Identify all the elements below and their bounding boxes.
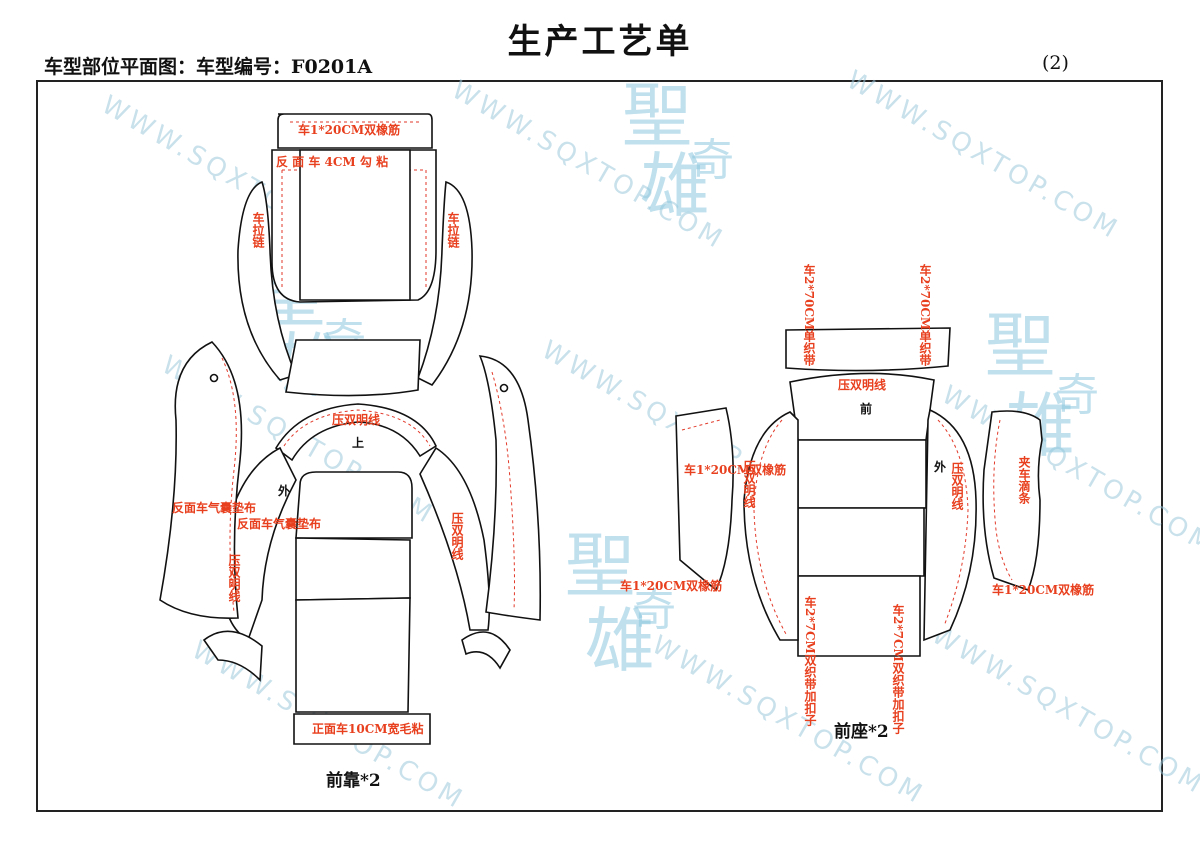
note-elastic-left: 车1*20CM双橡筋: [684, 462, 786, 477]
note-topstitch-top: 压双明线: [838, 377, 886, 392]
back-lower-panel: [295, 597, 411, 713]
watermark-url: WWW.SQXTOP.COM: [647, 630, 930, 811]
mark-up: 上: [352, 435, 364, 450]
note-topstitch-seat-left: 压双明线: [742, 460, 756, 509]
note-elastic-bottom-left: 车1*20CM双橡筋: [620, 578, 722, 593]
svg-text:聖: 聖: [565, 525, 635, 607]
svg-text:奇: 奇: [1055, 370, 1099, 421]
note-topstitch-seat-right: 压双明线: [950, 462, 964, 511]
svg-text:聖: 聖: [622, 75, 692, 157]
mark-outer: 外: [278, 483, 290, 498]
right-foot-piece: [461, 631, 511, 670]
seat-front-panel: [789, 372, 935, 441]
note-clip: 夹车滴条: [1017, 455, 1031, 505]
page-title: 生产工艺单: [507, 22, 693, 62]
right-zip-side: [416, 180, 473, 387]
seat-front-strip: [785, 327, 951, 372]
svg-text:奇: 奇: [632, 585, 676, 636]
note-topstitch-left: 压双明线: [227, 554, 241, 603]
back-arch-panel: [274, 403, 438, 462]
note-airbag-inner: 反面车气囊垫布: [237, 516, 321, 531]
back-bottom-strip: [293, 713, 431, 745]
svg-text:奇: 奇: [690, 135, 734, 186]
note-buckle-right: 车2*7CM双织带加扣子: [891, 603, 905, 735]
note-top-strip: 车1*20CM双橡筋: [298, 122, 400, 137]
note-topstitch-center: 压双明线: [332, 412, 380, 427]
watermark-logo: 聖 奇 雄: [565, 525, 676, 682]
mark-front: 前: [860, 401, 872, 416]
note-right-zip: 车拉链: [446, 211, 460, 249]
upper-back-inner: [299, 149, 411, 301]
back-middle-panel: [295, 537, 411, 601]
watermark-url: WWW.SQXTOP.COM: [927, 620, 1200, 801]
svg-text:雄: 雄: [585, 600, 655, 682]
note-strap-right: 车2*70CM单织带: [918, 263, 932, 367]
back-center-panel: [295, 471, 413, 539]
front-seat-pattern: 车2*70CM单织带 车2*70CM单织带 压双明线 前 外 车1*20CM双橡…: [620, 263, 1094, 742]
svg-text:雄: 雄: [640, 145, 710, 227]
note-buckle-left: 车2*7CM双织带加扣子: [803, 595, 817, 727]
left-long-panel: [159, 341, 243, 619]
seat-left-bolster: [743, 411, 799, 641]
note-airbag-left: 反面车气囊垫布: [172, 500, 256, 515]
drawing-frame: [36, 80, 1163, 812]
neck-panel: [285, 339, 421, 397]
right-long-panel: [478, 355, 542, 621]
left-foot-piece: [202, 630, 263, 682]
seat-right-bolster: [923, 408, 977, 642]
note-bottom-velcro: 正面车10CM宽毛粘: [312, 721, 424, 736]
mark-outer-seat: 外: [934, 459, 946, 474]
seat-panel-2: [797, 507, 925, 577]
note-left-zip: 车拉链: [251, 211, 265, 249]
note-elastic-bottom-right: 车1*20CM双橡筋: [992, 582, 1094, 597]
seat-panel-1: [797, 439, 927, 509]
svg-text:聖: 聖: [985, 305, 1055, 387]
note-topstitch-right: 压双明线: [450, 512, 464, 561]
watermark-url: WWW.SQXTOP.COM: [842, 65, 1125, 246]
caption-front-seat: 前座*2: [834, 721, 889, 742]
front-back-pattern: 车1*20CM双橡筋 反 面 车 4CM 勾 粘 车拉链 车拉链 压双明线 上 …: [159, 113, 542, 791]
seat-far-left-side: [675, 407, 734, 592]
model-subtitle: 车型部位平面图：车型编号：F0201A: [44, 56, 373, 78]
note-strap-left: 车2*70CM单织带: [802, 263, 816, 367]
note-reverse-sew: 反 面 车 4CM 勾 粘: [276, 154, 388, 169]
page-number: (2): [1042, 52, 1069, 74]
seat-far-right-side: [982, 410, 1043, 592]
watermark-logo: 聖 奇 雄: [622, 75, 734, 227]
caption-front-back: 前靠*2: [326, 770, 381, 791]
